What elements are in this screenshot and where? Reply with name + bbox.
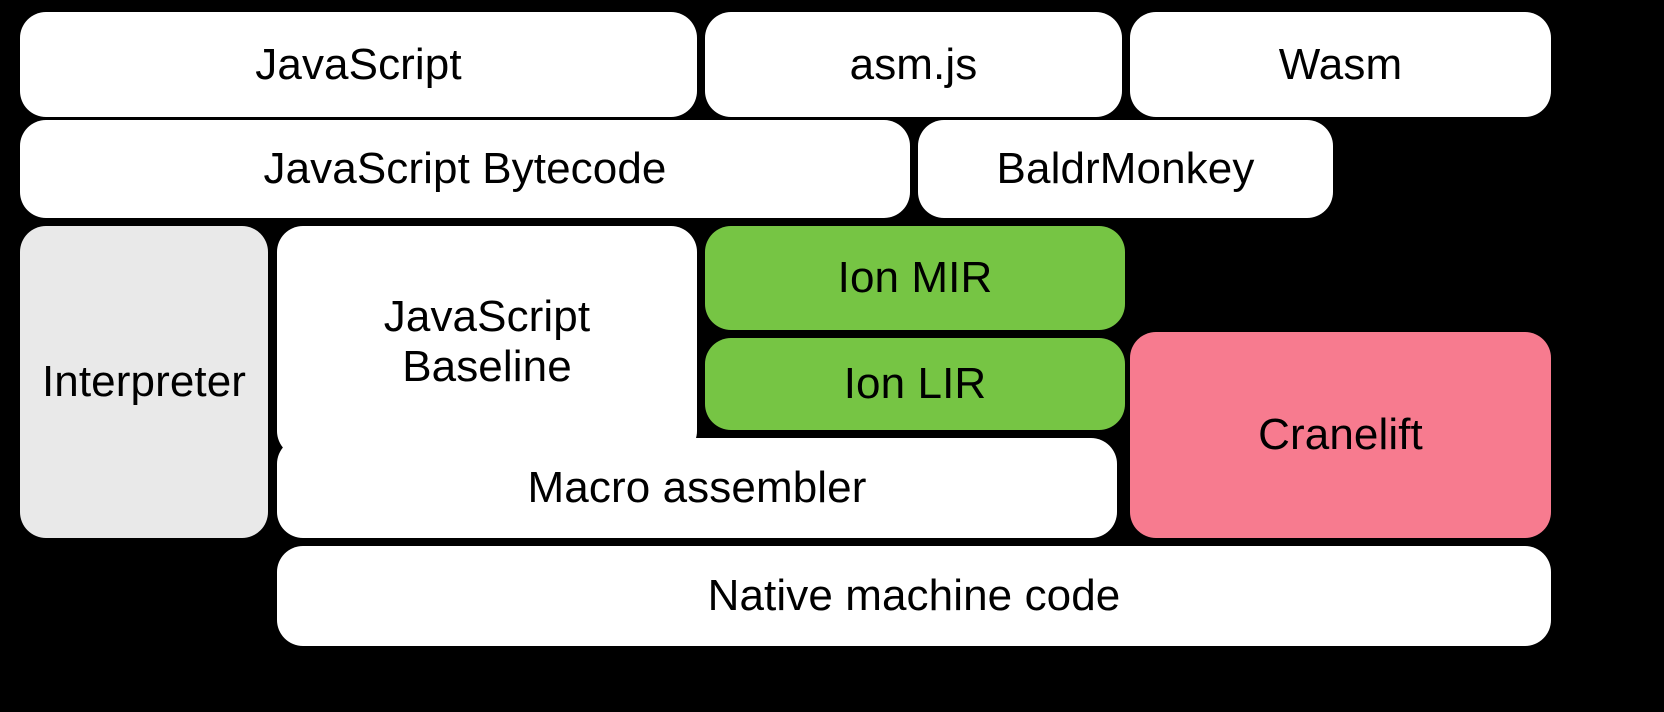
node-javascript-baseline: JavaScript Baseline (277, 226, 697, 457)
node-ion-mir: Ion MIR (705, 226, 1125, 330)
node-macro-assembler: Macro assembler (277, 438, 1117, 538)
node-cranelift: Cranelift (1130, 332, 1551, 538)
node-asm-js: asm.js (705, 12, 1122, 117)
node-wasm: Wasm (1130, 12, 1551, 117)
node-interpreter: Interpreter (20, 226, 268, 538)
node-native-machine-code: Native machine code (277, 546, 1551, 646)
node-javascript: JavaScript (20, 12, 697, 117)
node-javascript-bytecode: JavaScript Bytecode (20, 120, 910, 218)
node-ion-lir: Ion LIR (705, 338, 1125, 430)
node-baldrmonkey: BaldrMonkey (918, 120, 1333, 218)
